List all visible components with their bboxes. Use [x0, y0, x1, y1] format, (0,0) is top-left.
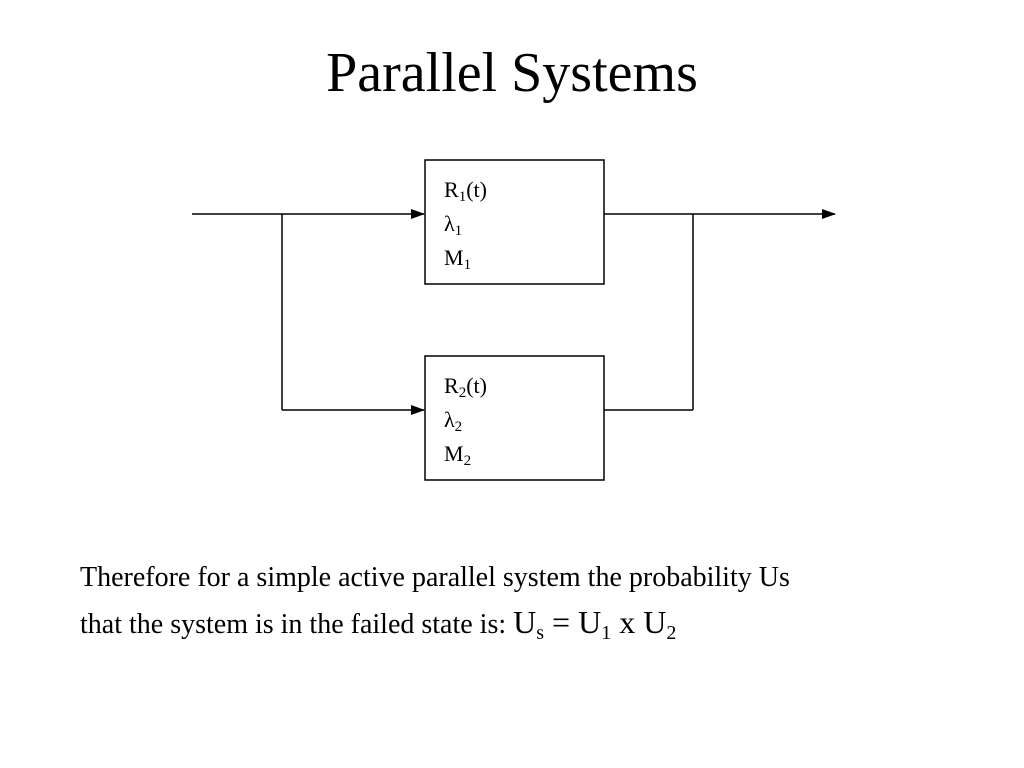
block1-failure-rate-label: λ1: [444, 211, 463, 239]
slide-title: Parallel Systems: [326, 42, 698, 104]
caption-line-2-text: that the system is in the failed state i…: [80, 609, 514, 640]
caption-line-1: Therefore for a simple active parallel s…: [80, 562, 790, 593]
block2-reliability-label: R2(t): [444, 373, 487, 401]
block-2: [424, 355, 605, 481]
caption: Therefore for a simple active parallel s…: [80, 556, 980, 647]
block-1: [424, 159, 605, 285]
block2-maintain-label: M2: [444, 441, 472, 469]
block2-failure-rate-label: λ2: [444, 407, 463, 435]
failure-probability-formula: Us = U1 x U2: [513, 604, 677, 644]
caption-line-2: that the system is in the failed state i…: [80, 600, 980, 647]
block1-reliability-label: R1(t): [444, 177, 487, 205]
block1-maintain-label: M1: [444, 245, 472, 273]
